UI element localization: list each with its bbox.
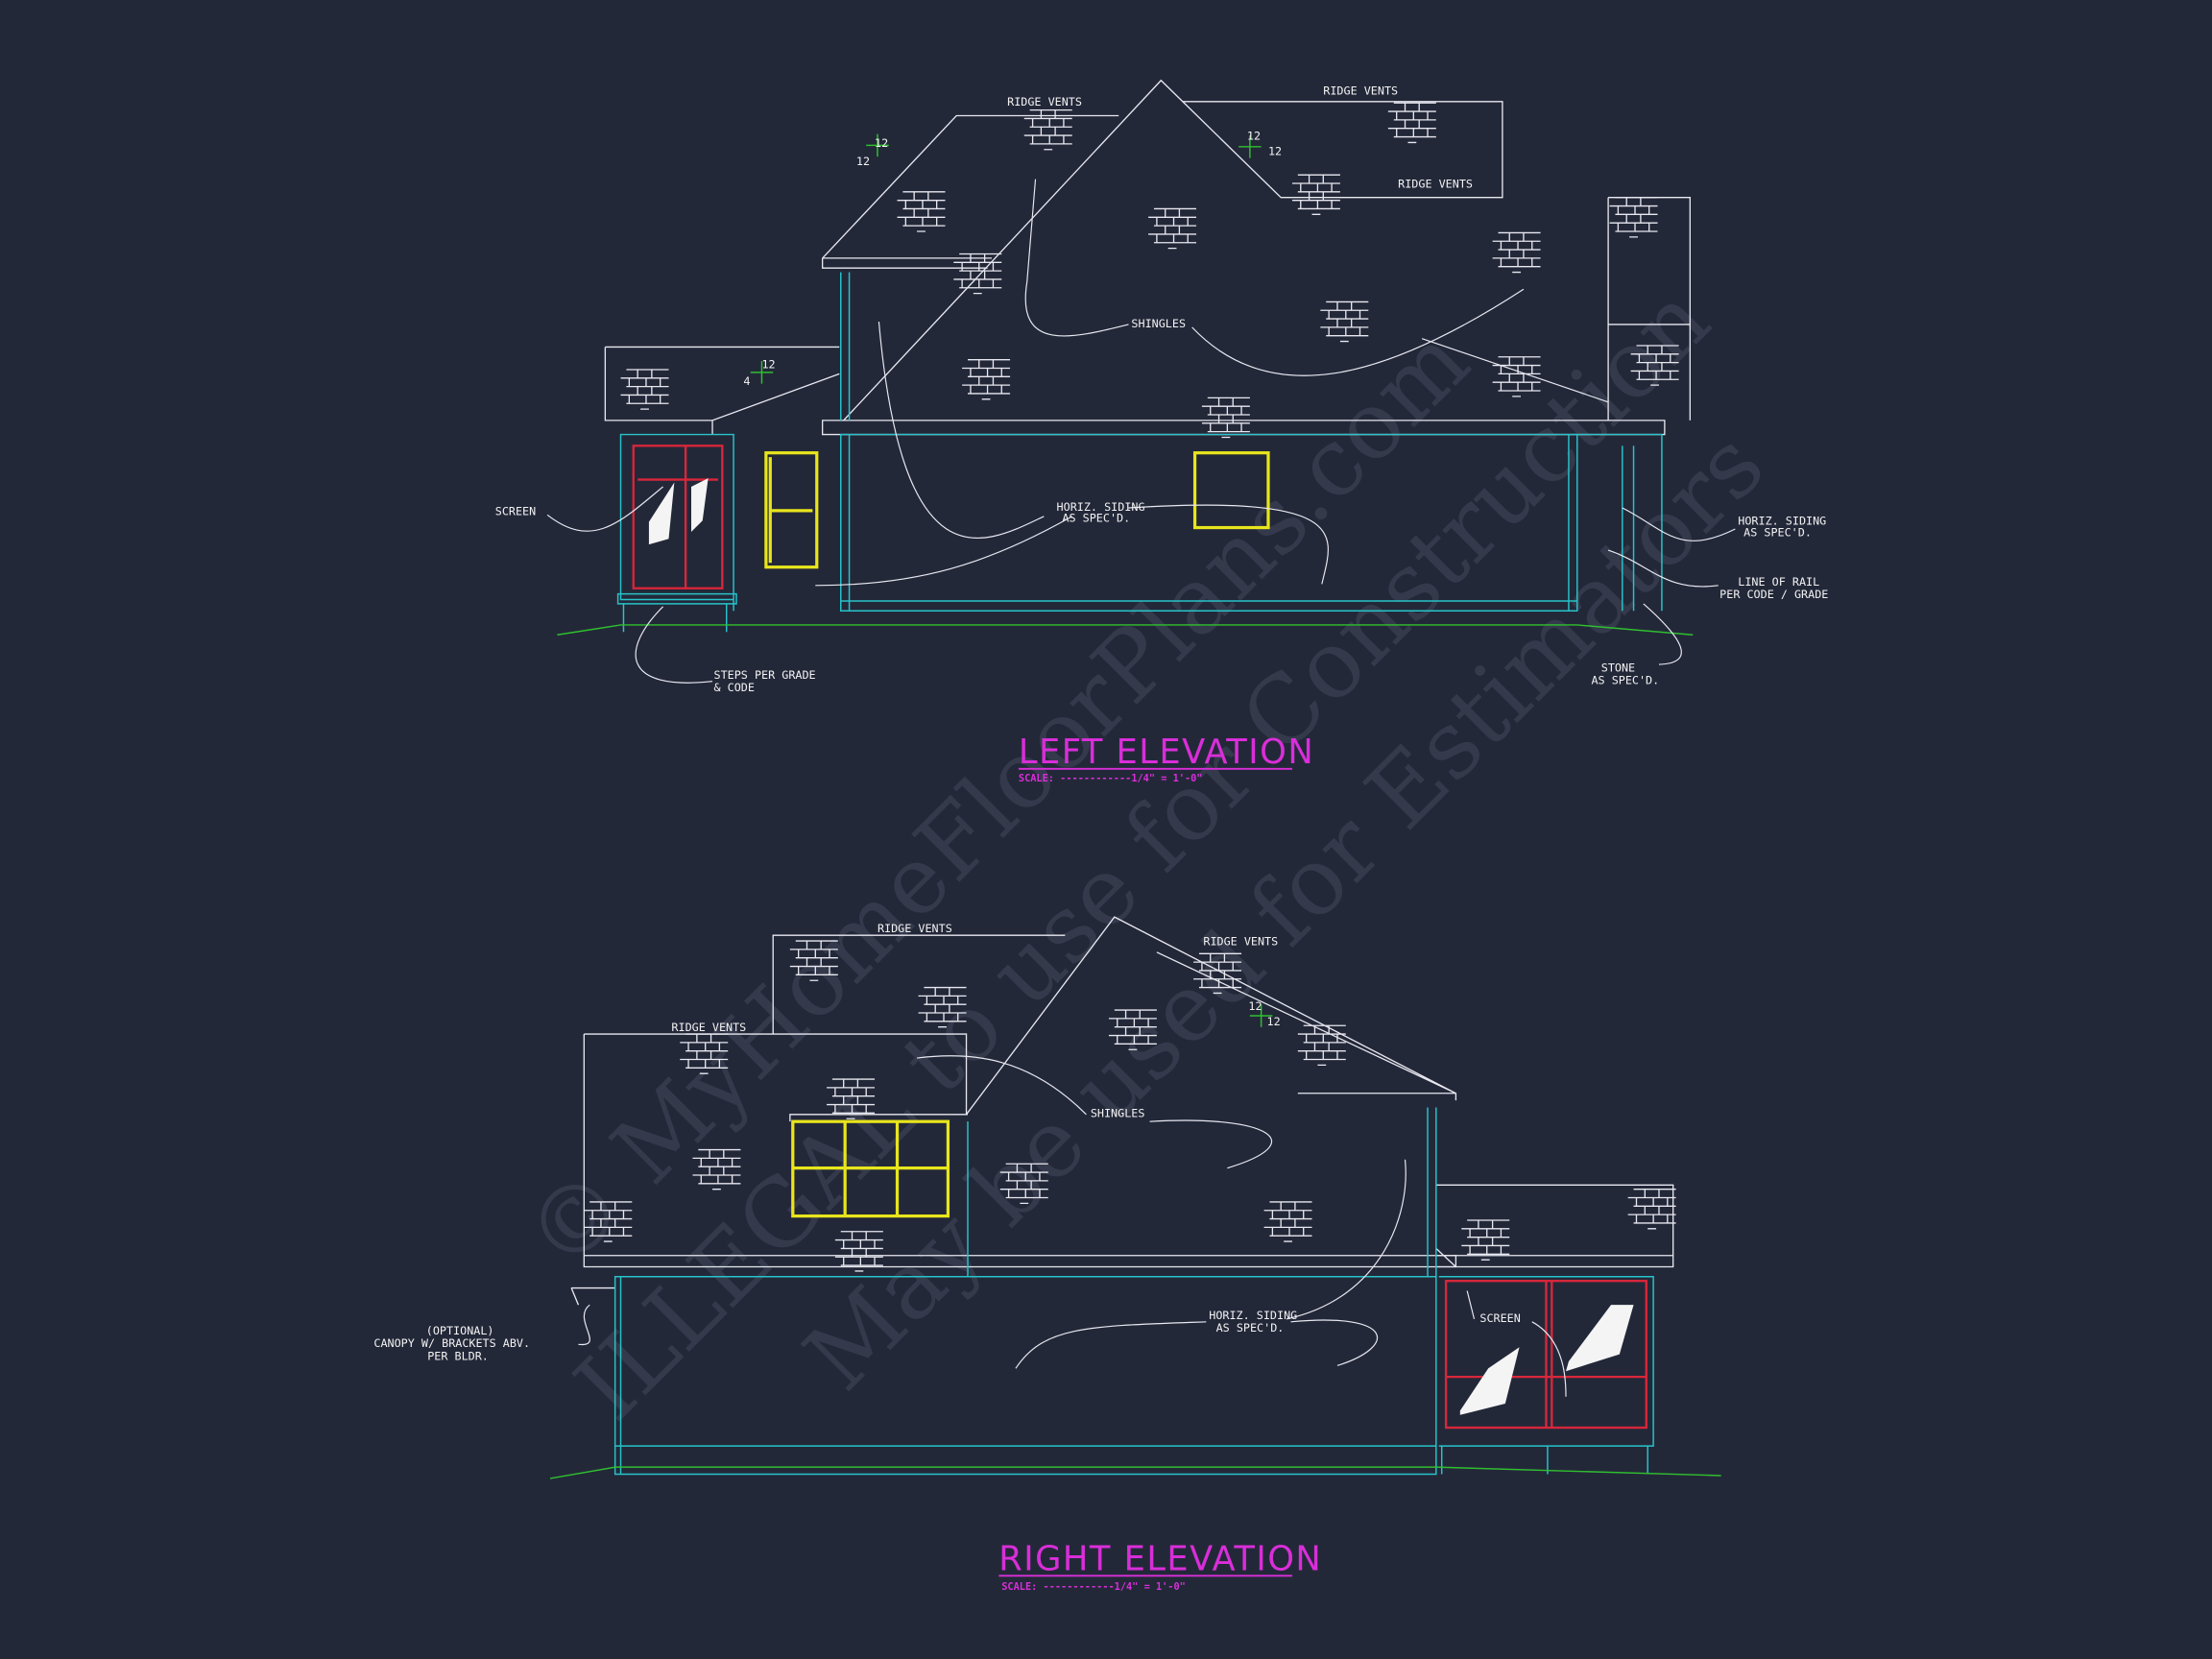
label-siding: AS SPEC'D. <box>1062 512 1130 525</box>
label-canopy: CANOPY W/ BRACKETS ABV. <box>373 1336 530 1350</box>
label-canopy: PER BLDR. <box>427 1349 489 1362</box>
pitch-rise: 12 <box>761 358 775 372</box>
right-elevation-scale: SCALE: ------------1/4" = 1'-0" <box>1001 1581 1186 1593</box>
pitch-run: 12 <box>856 155 870 168</box>
right-elevation: 12 12 RIDGE VENTS RIDGE VENTS RIDGE VENT… <box>373 916 1721 1593</box>
right-walls <box>613 1107 1654 1476</box>
pitch-rise: 12 <box>875 136 888 150</box>
left-roof <box>604 79 1691 436</box>
left-leaders <box>546 179 1736 684</box>
left-walls <box>616 272 1663 633</box>
right-leaders <box>578 1055 1567 1397</box>
label-ridge-vents: RIDGE VENTS <box>1398 177 1473 190</box>
left-elevation: 12 12 12 12 12 4 RIDGE VENTS RIDGE VENTS… <box>495 79 1828 784</box>
pitch-rise: 12 <box>1248 999 1262 1013</box>
label-rail: PER CODE / GRADE <box>1719 588 1828 601</box>
label-ridge-vents: RIDGE VENTS <box>1203 934 1278 948</box>
label-siding: HORIZ. SIDING <box>1738 515 1826 528</box>
label-ridge-vents: RIDGE VENTS <box>671 1021 746 1034</box>
label-stone: AS SPEC'D. <box>1591 674 1659 687</box>
label-siding: HORIZ. SIDING <box>1209 1309 1297 1322</box>
label-siding: AS SPEC'D. <box>1216 1321 1285 1334</box>
label-screen: SCREEN <box>1479 1311 1520 1325</box>
right-elevation-title: RIGHT ELEVATION <box>998 1539 1322 1578</box>
label-shingles: SHINGLES <box>1131 317 1186 330</box>
label-shingles: SHINGLES <box>1091 1107 1145 1120</box>
label-steps: & CODE <box>714 681 755 694</box>
right-roof <box>570 916 1674 1306</box>
left-window-1 <box>764 451 819 569</box>
screen-reflection <box>1459 1305 1634 1415</box>
pitch-run: 12 <box>1268 145 1282 158</box>
label-screen: SCREEN <box>495 504 536 517</box>
left-brick-patterns <box>619 102 1680 439</box>
label-steps: STEPS PER GRADE <box>714 668 816 682</box>
pitch-run: 4 <box>743 374 750 388</box>
watermark-line-2: ILLEGAL to use for Construction <box>555 265 1730 1440</box>
left-window-2 <box>1192 451 1270 530</box>
label-siding: HORIZ. SIDING <box>1057 500 1145 514</box>
left-screen-porch <box>632 445 724 589</box>
screen-reflection <box>648 478 709 545</box>
label-rail: LINE OF RAIL <box>1738 575 1819 589</box>
left-elevation-scale: SCALE: ------------1/4" = 1'-0" <box>1019 773 1203 784</box>
left-elevation-title: LEFT ELEVATION <box>1019 733 1314 772</box>
label-ridge-vents: RIDGE VENTS <box>1007 95 1082 108</box>
label-ridge-vents: RIDGE VENTS <box>1323 84 1398 97</box>
label-ridge-vents: RIDGE VENTS <box>878 922 952 935</box>
label-stone: STONE <box>1601 661 1635 674</box>
label-canopy: (OPTIONAL) <box>426 1324 494 1337</box>
pitch-rise: 12 <box>1247 129 1261 142</box>
pitch-symbols <box>750 133 1262 384</box>
label-siding: AS SPEC'D. <box>1743 525 1812 539</box>
pitch-symbol <box>1249 1004 1273 1027</box>
pitch-run: 12 <box>1267 1015 1281 1028</box>
